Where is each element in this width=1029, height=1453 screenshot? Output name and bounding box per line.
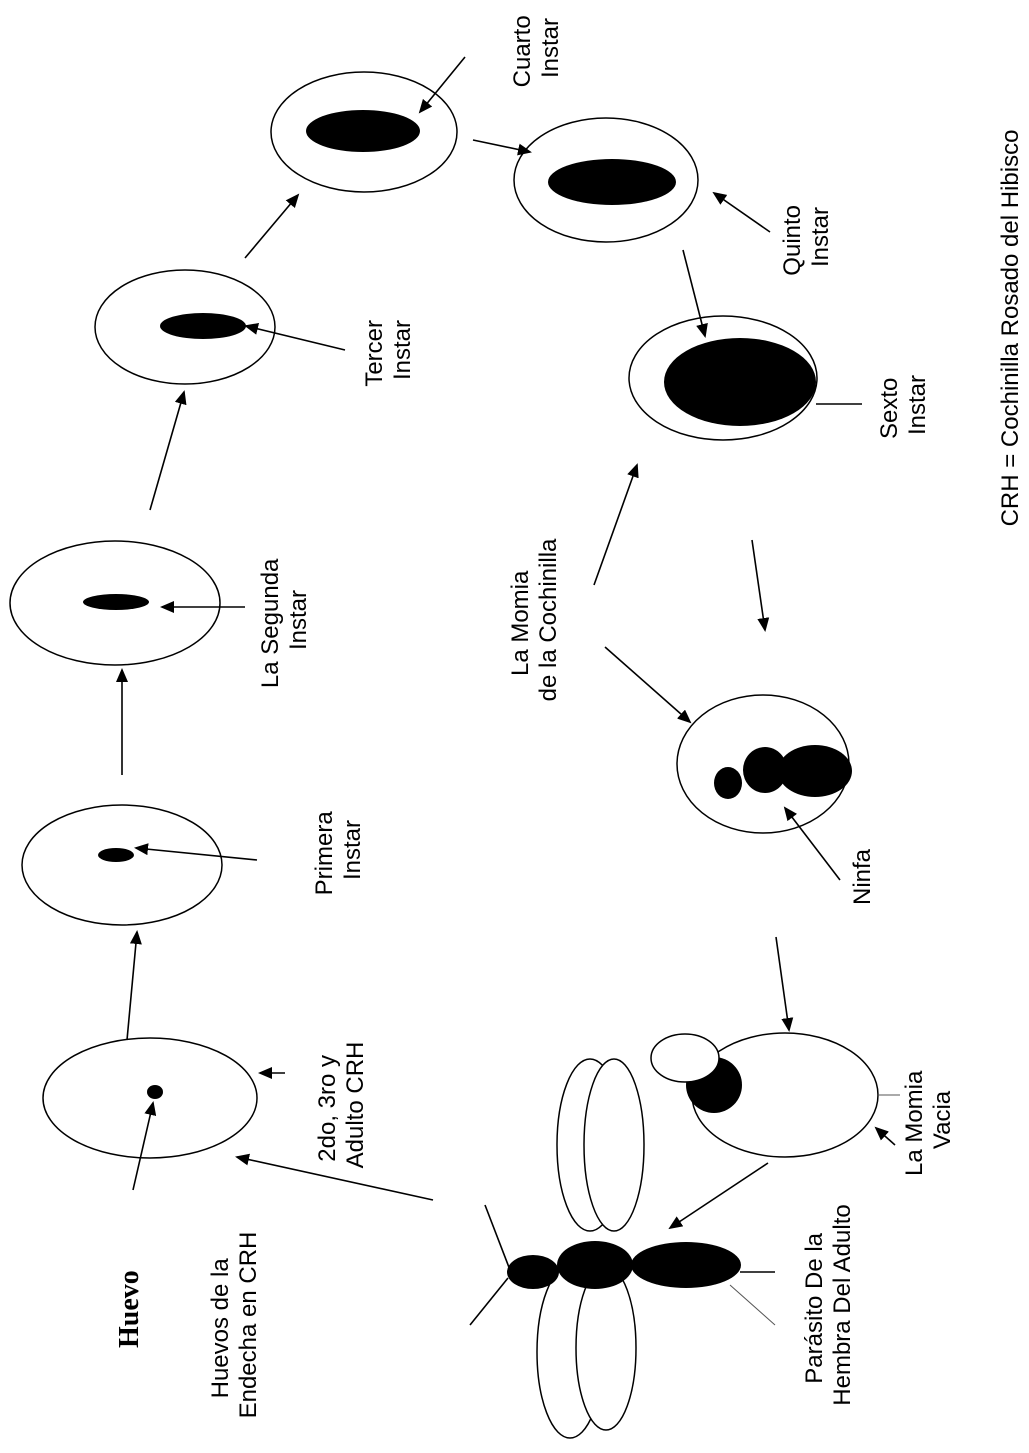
- emergence-hole-cap: [651, 1034, 719, 1082]
- pupa-thorax: [743, 747, 787, 793]
- momia-cochinilla-line-1: La Momia: [507, 570, 534, 676]
- first-instar-host-shell: [22, 805, 222, 925]
- sexto-line-2: Instar: [904, 375, 931, 435]
- huevo-label: Huevo: [114, 1270, 145, 1348]
- primera-line-1: Primera: [311, 811, 338, 896]
- segunda-instar-label: La Segunda Instar: [257, 552, 312, 688]
- crh-stages-label: 2do, 3ro y Adulto CRH: [314, 1042, 369, 1169]
- fifth-instar-pointer-arrow: [714, 193, 770, 232]
- momia-vacia-line-2: Vacia: [929, 1090, 956, 1149]
- parasito-label: Parásito De la Hembra Del Adulto: [801, 1204, 856, 1405]
- parasito-line-2: Hembra Del Adulto: [829, 1204, 856, 1405]
- fifth-instar-larva: [548, 159, 676, 205]
- crh-stages-line-2: Adulto CRH: [342, 1042, 369, 1169]
- fourth-instar-larva: [306, 110, 420, 152]
- crh-stages-line-1: 2do, 3ro y: [314, 1055, 341, 1162]
- cuarto-line-1: Cuarto: [509, 15, 536, 87]
- quinto-instar-label: Quinto Instar: [779, 198, 834, 275]
- primera-line-2: Instar: [339, 820, 366, 880]
- egg-dot: [147, 1085, 163, 1099]
- ninfa-label: Ninfa: [849, 848, 876, 905]
- momia-vacia-line-1: La Momia: [901, 1070, 928, 1176]
- parasito-line-1: Parásito De la: [801, 1232, 828, 1383]
- segunda-line-2: Instar: [285, 590, 312, 650]
- quinto-line-1: Quinto: [779, 205, 806, 276]
- momia-cochinilla-line-2: de la Cochinilla: [535, 538, 562, 701]
- sexto-line-1: Sexto: [876, 378, 903, 439]
- momia-cochinilla-label: La Momia de la Cochinilla: [507, 538, 562, 701]
- first-instar-larva: [98, 848, 134, 862]
- primera-instar-label: Primera Instar: [311, 805, 366, 896]
- quinto-line-2: Instar: [807, 207, 834, 267]
- third-instar-larva: [160, 313, 246, 339]
- crh-legend: CRH = Cochinilla Rosado del Hibisco: [997, 130, 1024, 527]
- egg-host-shell: [43, 1038, 257, 1158]
- tercer-instar-label: Tercer Instar: [361, 313, 416, 386]
- empty-mummy-pointer-arrow: [876, 1128, 895, 1145]
- tercer-line-1: Tercer: [361, 320, 388, 387]
- cuarto-instar-label: Cuarto Instar: [509, 9, 564, 88]
- momia-vacia-label: La Momia Vacia: [901, 1064, 956, 1176]
- segunda-line-1: La Segunda: [257, 558, 284, 688]
- huevos-endecha-label: Huevos de la Endecha en CRH: [207, 1232, 262, 1419]
- pupa-abdomen: [778, 745, 852, 797]
- tercer-line-2: Instar: [389, 320, 416, 380]
- huevos-endecha-line-2: Endecha en CRH: [235, 1232, 262, 1419]
- cuarto-line-2: Instar: [537, 18, 564, 78]
- sixth-instar-larva: [664, 338, 816, 426]
- sexto-instar-label: Sexto Instar: [876, 371, 931, 439]
- second-instar-larva: [83, 594, 149, 610]
- huevos-endecha-line-1: Huevos de la: [207, 1258, 234, 1399]
- pupa-head: [714, 767, 742, 799]
